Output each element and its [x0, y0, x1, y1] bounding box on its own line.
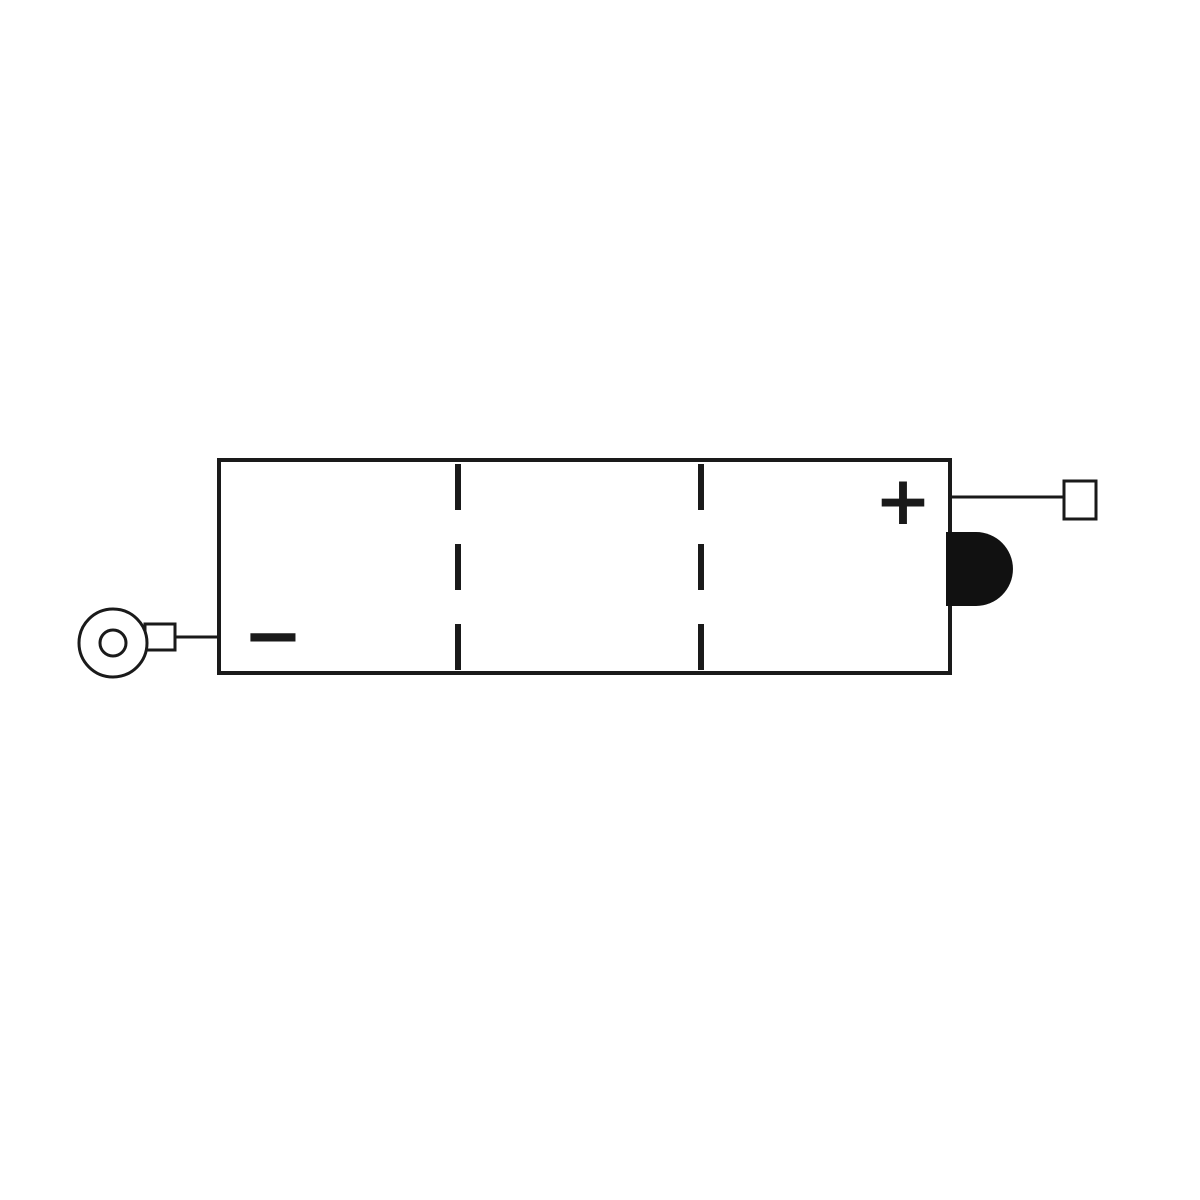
battery-case [217, 458, 952, 675]
ring-eye-hole [98, 628, 128, 658]
positive-terminal [950, 479, 1098, 521]
negative-terminal [77, 607, 219, 679]
negative-symbol: − [243, 593, 303, 677]
positive-symbol: + [875, 462, 932, 541]
half-round-vent-cap-icon [946, 532, 1013, 606]
negative-lug-neck [143, 622, 177, 652]
square-lug-terminal-icon [1062, 479, 1098, 521]
